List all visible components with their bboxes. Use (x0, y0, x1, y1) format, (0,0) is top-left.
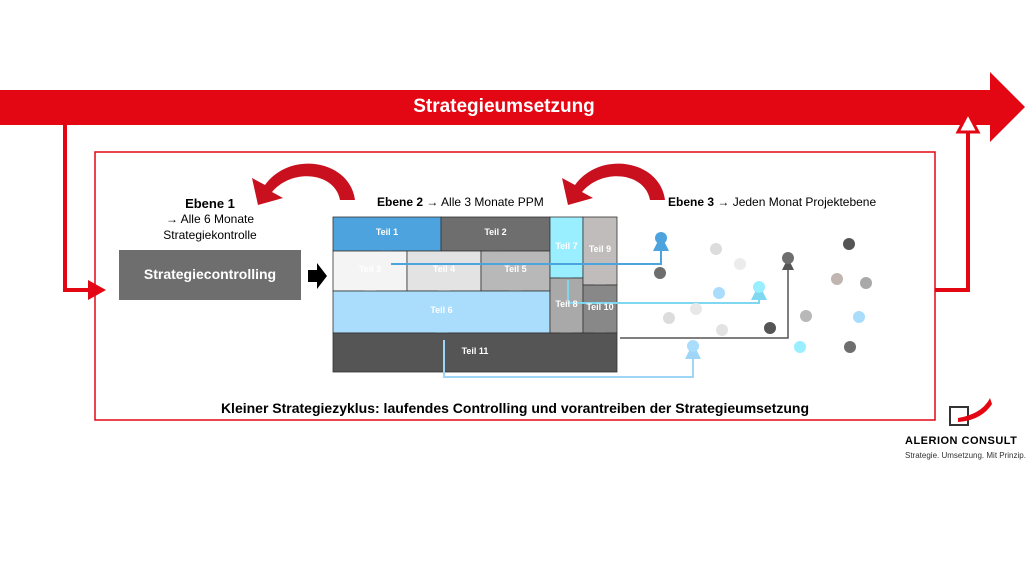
project-dot (753, 281, 765, 293)
puzzle-piece (582, 284, 618, 334)
caption: Kleiner Strategiezyklus: laufendes Contr… (220, 400, 810, 416)
ebene3-label: Ebene 3 → Jeden Monat Projektebene (668, 195, 876, 209)
ebene1-title: Ebene 1 (185, 196, 235, 211)
logo-tagline: Strategie. Umsetzung. Mit Prinzip. (905, 451, 1026, 460)
curved-arrow-left-icon (252, 163, 355, 205)
piece-label: Teil 11 (461, 345, 489, 356)
piece-label: Teil 3 (358, 264, 382, 274)
left-return-arrow (63, 125, 92, 292)
piece-label: Teil 2 (484, 227, 507, 237)
project-dot (687, 340, 699, 352)
piece-label: Teil 7 (555, 240, 578, 251)
ebene3-title: Ebene 3 (668, 195, 715, 209)
piece-label: Teil 5 (504, 264, 527, 274)
project-dot (831, 273, 843, 285)
project-dot (860, 277, 872, 289)
project-dot (800, 310, 812, 322)
project-dot (690, 303, 702, 315)
project-dot (710, 243, 722, 255)
ebene1-line2: Strategiekontrolle (163, 228, 257, 242)
ebene2-label: Ebene 2 → Alle 3 Monate PPM (377, 195, 544, 209)
puzzle-piece (332, 332, 618, 373)
project-dot (844, 341, 856, 353)
puzzle (332, 216, 618, 373)
project-dot (654, 267, 666, 279)
ebene3-desc: → Jeden Monat Projektebene (717, 195, 877, 209)
arrow-right-icon (308, 263, 327, 289)
logo-square (949, 406, 969, 426)
project-dot (794, 341, 806, 353)
curved-arrow-right-icon (562, 163, 665, 205)
project-dot (663, 312, 675, 324)
ebene1-line1: → Alle 6 Monate (165, 212, 255, 226)
piece-label: Teil 6 (430, 305, 453, 315)
piece-label: Teil 1 (375, 227, 399, 237)
project-dot (843, 238, 855, 250)
logo-name: ALERION CONSULT (905, 435, 1018, 447)
project-dot (716, 324, 728, 336)
project-dot (782, 252, 794, 264)
controlling-label: Strategiecontrolling (143, 266, 277, 282)
right-return-arrow (935, 128, 970, 292)
project-dot (734, 258, 746, 270)
left-arrowhead-icon (88, 280, 106, 300)
puzzle-piece (480, 250, 551, 292)
banner-arrow (0, 72, 1025, 142)
project-dot (713, 287, 725, 299)
project-dot (764, 322, 776, 334)
puzzle-piece (549, 277, 584, 334)
banner-title: Strategieumsetzung (413, 96, 595, 117)
ebene2-title: Ebene 2 (377, 195, 424, 209)
project-dot (853, 311, 865, 323)
project-dot (655, 232, 667, 244)
puzzle-piece (332, 250, 408, 292)
piece-label: Teil 4 (432, 264, 456, 274)
puzzle-piece (332, 290, 551, 334)
logo-wing-icon (958, 398, 992, 422)
cycle-frame (94, 151, 936, 421)
piece-label: Teil 8 (555, 298, 578, 309)
piece-label: Teil 9 (588, 244, 612, 254)
ebene2-desc: → Alle 3 Monate PPM (426, 195, 544, 209)
piece-label: Teil 10 (586, 302, 614, 312)
right-arrowhead-icon (955, 109, 981, 134)
controlling-box (119, 250, 301, 300)
